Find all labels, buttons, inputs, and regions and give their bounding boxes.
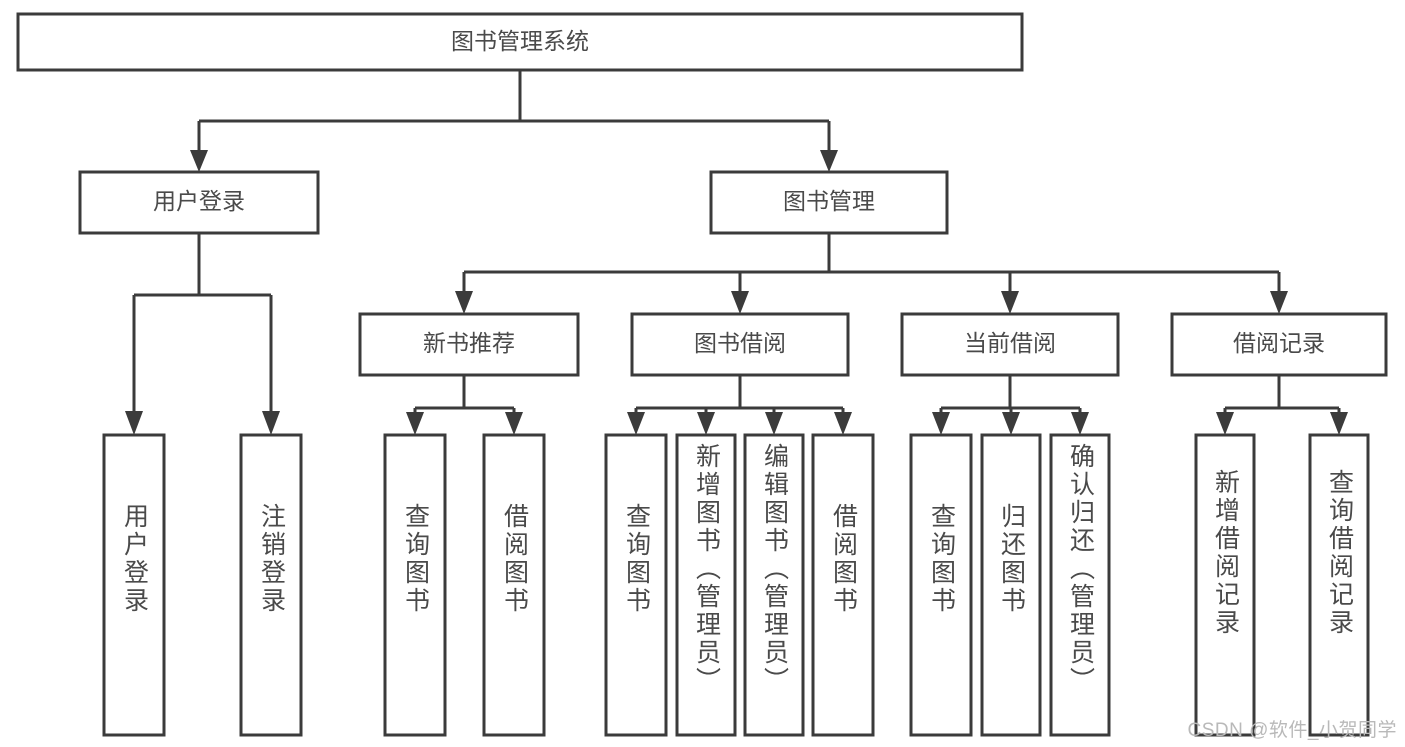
arrowhead-current-borrow [1001, 291, 1019, 314]
node-new-book-recommend-box[interactable] [358, 312, 580, 377]
node-book-manage[interactable]: 图书管理 [709, 170, 949, 235]
leaf-query-record-box[interactable] [1308, 433, 1370, 737]
arrowhead-user-login [190, 150, 208, 172]
arrowhead-book-borrow [731, 291, 749, 314]
node-book-borrow-box[interactable] [630, 312, 850, 377]
node-new-book-recommend-label: 新书推荐 [423, 330, 515, 356]
leaf-user-login-box[interactable] [102, 433, 166, 737]
node-current-borrow-box[interactable] [900, 312, 1120, 377]
arrowhead-new-book-recommend [455, 291, 473, 314]
leaf-query-book-borrow-box[interactable] [604, 433, 668, 737]
connector-layer [125, 70, 1348, 435]
node-user-login-label: 用户登录 [153, 188, 245, 214]
node-book-manage-box[interactable] [709, 170, 949, 235]
arrowhead-leaf-return-book [1002, 412, 1020, 435]
node-book-borrow-label: 图书借阅 [694, 330, 786, 356]
arrowhead-leaf-confirm-return [1071, 412, 1089, 435]
arrowhead-leaf-edit-book [765, 412, 783, 435]
leaf-edit-book-box[interactable] [743, 433, 805, 737]
arrowhead-leaf-query-book-cur [932, 412, 950, 435]
arrowhead-leaf-add-book [697, 412, 715, 435]
arrowhead-leaf-borrow-book [834, 412, 852, 435]
node-book-borrow[interactable]: 图书借阅 [630, 312, 850, 377]
arrowhead-leaf-add-record [1216, 412, 1234, 435]
node-borrow-record-label: 借阅记录 [1233, 330, 1325, 356]
leaf-borrow-book-box[interactable] [811, 433, 875, 737]
leaf-box-layer [102, 433, 1370, 737]
node-current-borrow-label: 当前借阅 [964, 330, 1056, 356]
csdn-watermark: CSDN @软件_小贺同学 [1187, 720, 1397, 741]
arrowhead-leaf-borrow-book-rec [505, 412, 523, 435]
arrowhead-borrow-record [1270, 291, 1288, 314]
arrowhead-leaf-user-login [125, 411, 143, 435]
arrowhead-leaf-query-book-borrow [627, 412, 645, 435]
leaf-add-book-box[interactable] [675, 433, 737, 737]
node-new-book-recommend[interactable]: 新书推荐 [358, 312, 580, 377]
node-root[interactable]: 图书管理系统 [16, 12, 1024, 72]
node-root-box[interactable] [16, 12, 1024, 72]
leaf-return-book-box[interactable] [980, 433, 1042, 737]
leaf-query-book-rec-box[interactable] [383, 433, 447, 737]
node-user-login-box[interactable] [78, 170, 320, 235]
node-layer: 图书管理系统 用户登录 图书管理 新书推荐 图书借阅 当前 [16, 12, 1388, 737]
arrowhead-leaf-query-record [1330, 412, 1348, 435]
leaf-add-record-box[interactable] [1194, 433, 1256, 737]
node-user-login[interactable]: 用户登录 [78, 170, 320, 235]
node-current-borrow[interactable]: 当前借阅 [900, 312, 1120, 377]
node-root-label: 图书管理系统 [451, 28, 589, 54]
arrowhead-book-manage [820, 150, 838, 172]
node-borrow-record[interactable]: 借阅记录 [1170, 312, 1388, 377]
node-book-manage-label: 图书管理 [783, 188, 875, 214]
leaf-confirm-return-box[interactable] [1049, 433, 1111, 737]
leaf-query-book-cur-box[interactable] [909, 433, 973, 737]
leaf-logout-box[interactable] [239, 433, 303, 737]
arrowhead-leaf-query-book-rec [406, 412, 424, 435]
leaf-borrow-book-rec-box[interactable] [482, 433, 546, 737]
arrowhead-leaf-logout [262, 411, 280, 435]
node-borrow-record-box[interactable] [1170, 312, 1388, 377]
